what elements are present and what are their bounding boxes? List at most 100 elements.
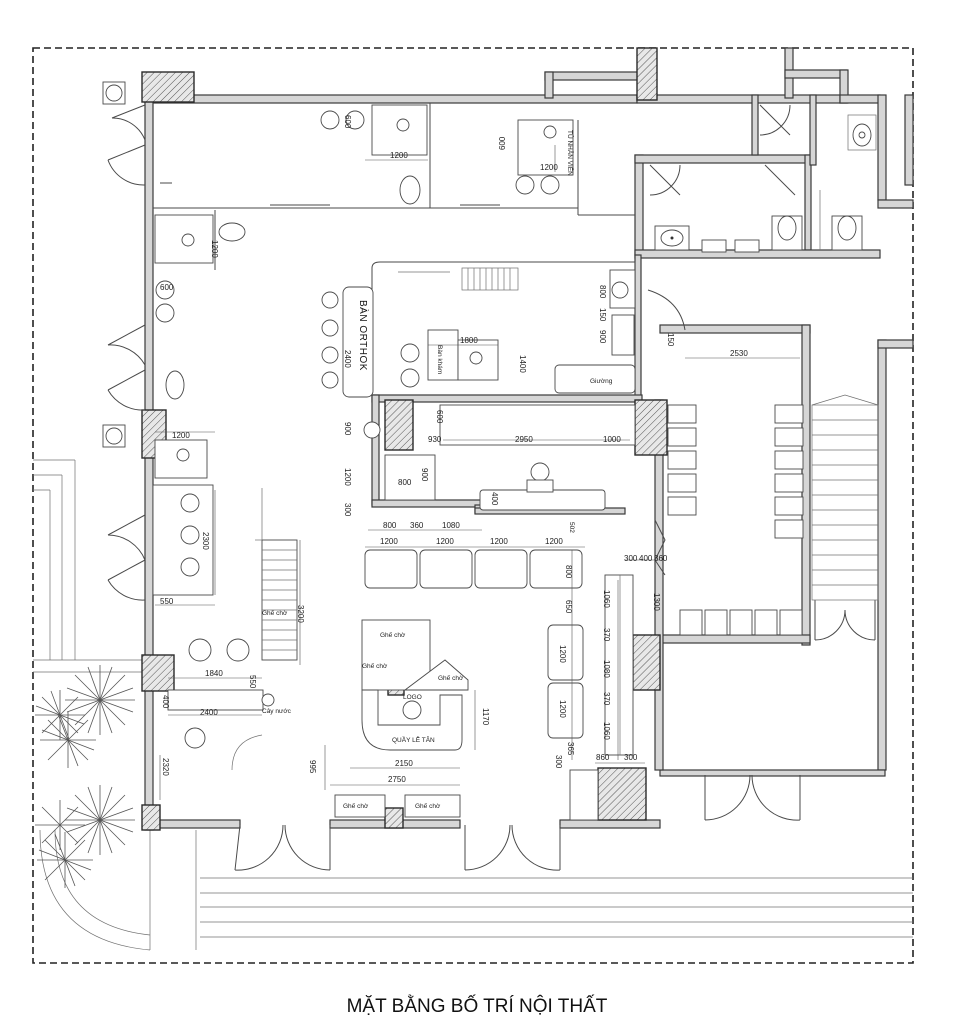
dim-label: 400 [490,492,499,506]
dim-label: 800 [598,285,607,299]
lab-room [363,404,636,511]
left-waiting [152,484,298,771]
dim-label: 650 [564,600,573,614]
dim-label: 2750 [388,775,406,784]
dimension-lines [155,145,800,800]
dimension-labels: 600 1200 600 1200 1200 600 2400 1800 140… [160,115,748,784]
label-ghe-cho-5: Ghế chờ [415,801,441,810]
dim-label: 360 [410,521,424,530]
street-lines [195,830,913,950]
dim-label: 995 [308,760,317,774]
waiting-chairs-right [667,404,804,636]
dim-label: 900 [343,422,352,436]
office-area [153,103,635,479]
plan-title: MẶT BẰNG BỐ TRÍ NỘI THẤT [346,996,608,1017]
plant-cluster [35,665,135,888]
label-ghe-cho-1: Ghế chờ [380,630,406,639]
dim-label: 300 [343,503,352,517]
dim-label: 2300 [201,532,210,550]
label-cay-nuoc: Cây nước [262,708,292,715]
dim-label: 1840 [205,669,223,678]
dim-label: 1000 [603,435,621,444]
label-ban-orthok: BÀN ORTHOK [357,300,370,371]
left-doors [107,104,146,601]
plant-5 [35,800,85,850]
room-labels: BÀN ORTHOK TỦ NHÂN VIÊN QUẦY LỄ TÂN LOGO… [262,130,613,810]
dim-label: 1060 [602,722,611,740]
bottom-doors [234,600,876,871]
columns [141,47,668,831]
dim-label: 2950 [515,435,533,444]
dim-label: 2150 [395,759,413,768]
dim-label: 1080 [602,660,611,678]
dim-label: 1200 [343,468,352,486]
dim-label: 550 [160,597,174,606]
dim-label: 1200 [210,240,219,258]
plant-6 [37,832,93,888]
dim-label: 300 [624,753,638,762]
waiting-benches [334,549,584,818]
shelves-right [569,289,686,821]
dim-label: 550 [248,675,257,689]
dim-label: 1200 [558,700,567,718]
orthok-area [321,261,636,398]
label-giuong: Giường [590,378,613,385]
dim-label: 1060 [602,590,611,608]
reception-desk [361,689,463,751]
dim-label: 1300 [652,593,661,611]
plant-1 [65,665,135,735]
dim-label: 2530 [730,349,748,358]
dim-label: 360 [654,554,668,563]
dim-label: 900 [598,330,607,344]
dim-label: 1400 [518,355,527,373]
dim-label: 150 [598,308,607,322]
dim-label: 1200 [545,537,563,546]
round-columns [102,81,126,448]
dim-label: 300 [554,755,563,769]
dim-label: 370 [602,628,611,642]
dim-label: 1170 [481,708,490,726]
dim-label: 930 [428,435,442,444]
top-right-rooms [649,104,877,196]
dim-label: 600 [435,410,444,424]
plant-3 [40,712,96,768]
dim-label: 1200 [380,537,398,546]
plant-4 [65,785,135,855]
label-quay-le-tan: QUẦY LỄ TÂN [392,734,435,744]
dim-label: 300 [624,554,638,563]
dim-label: 800 [564,565,573,579]
label-ban-kham: Bàn khám [436,345,443,374]
dim-label: 2400 [200,708,218,717]
dim-label: 900 [420,468,429,482]
dim-label: 860 [596,753,610,762]
dim-label: 1800 [460,336,478,345]
dim-label: 600 [160,283,174,292]
label-ghe-cho-6: Ghế chờ [262,608,288,617]
dim-label: 502 [568,522,575,533]
dim-label: 600 [343,115,352,129]
dim-label: 1200 [490,537,508,546]
dim-label: 370 [602,692,611,706]
dim-label: 2400 [343,350,352,368]
dim-label: 150 [666,333,675,347]
dim-label: 600 [498,136,507,150]
label-logo: LOGO [403,694,422,701]
stairs-right [811,394,879,601]
dim-label: 1200 [558,645,567,663]
label-ghe-cho-4: Ghế chờ [343,801,369,810]
dim-label: 800 [383,521,397,530]
dim-label: 1200 [540,163,558,172]
dim-label: 800 [398,478,412,487]
dim-label: 400 [639,554,653,563]
label-ghe-cho-3: Ghế chờ [438,673,464,682]
label-tu-nhan-vien: TỦ NHÂN VIÊN [566,130,575,176]
dim-label: 2320 [161,758,170,776]
dim-label: 1200 [436,537,454,546]
dim-label: 1080 [442,521,460,530]
dim-label: 1200 [172,431,190,440]
dim-label: 3200 [296,605,305,623]
dim-label: 400 [161,695,170,709]
wc-fixtures [654,190,863,253]
label-ghe-cho-2: Ghế chờ [362,661,388,670]
plant-2 [35,690,85,740]
